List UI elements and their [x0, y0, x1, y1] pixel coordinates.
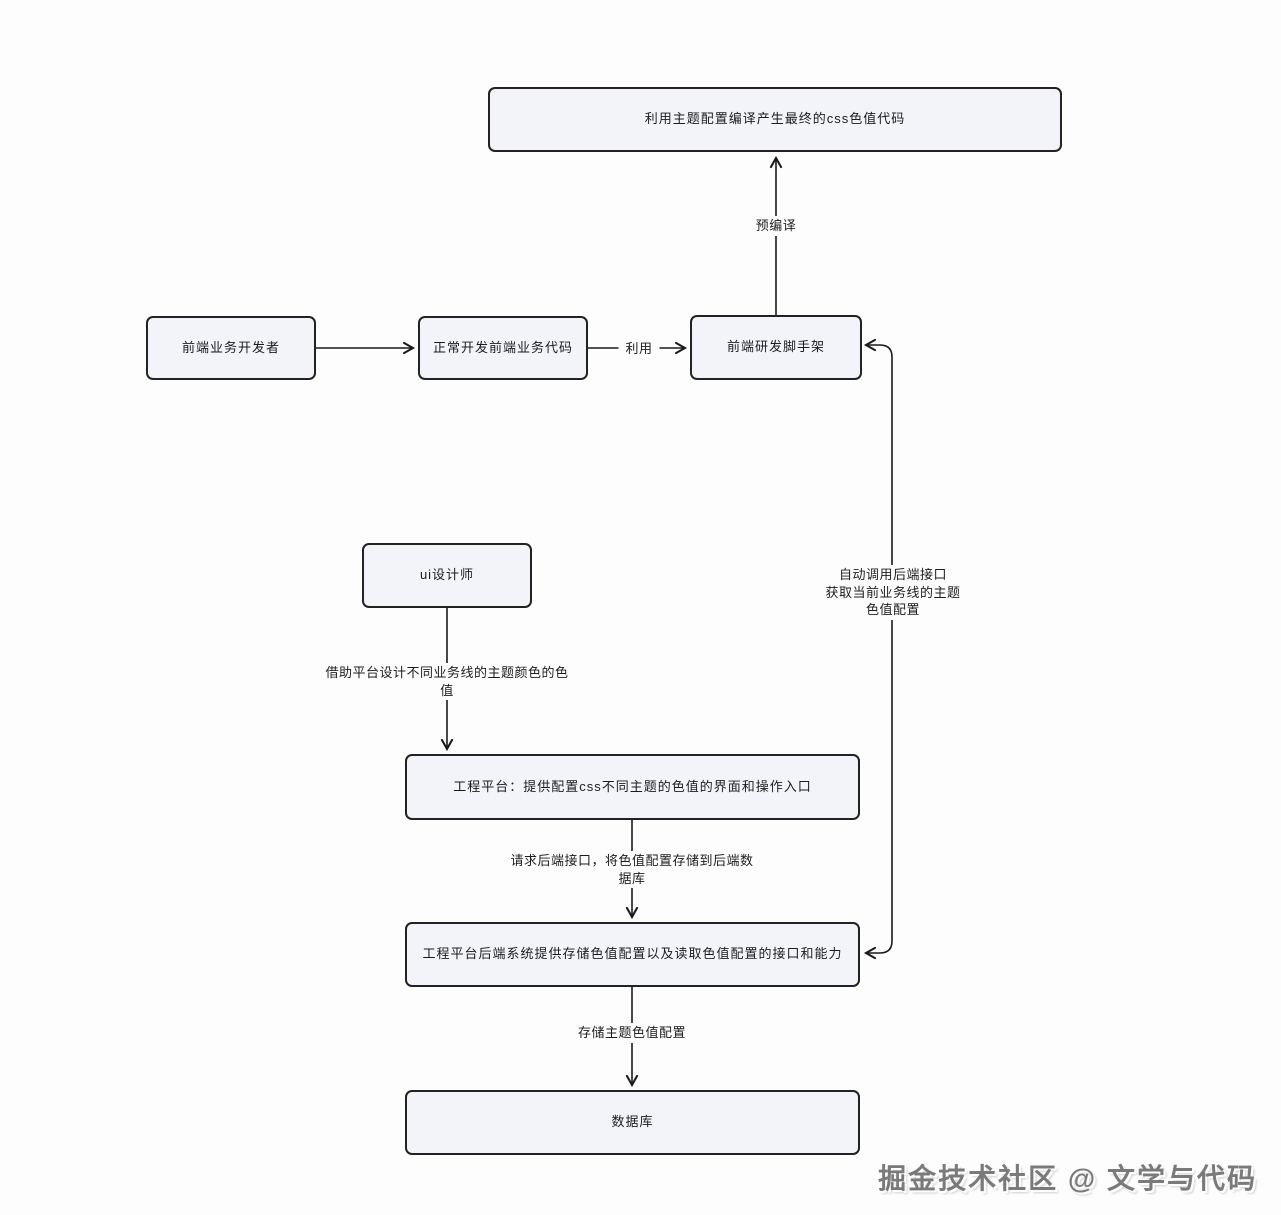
watermark: 掘金技术社区 @ 文学与代码 — [878, 1163, 1257, 1194]
node-platform-backend: 工程平台后端系统提供存储色值配置以及读取色值配置的接口和能力 — [405, 922, 860, 987]
edge-label-line: 获取当前业务线的主题 — [825, 584, 961, 600]
edge-label-store-theme: 存储主题色值配置 — [570, 1023, 694, 1043]
node-scaffold: 前端研发脚手架 — [690, 315, 862, 380]
node-engineering-platform: 工程平台：提供配置css不同主题的色值的界面和操作入口 — [405, 754, 860, 820]
node-compile-output: 利用主题配置编译产生最终的css色值代码 — [488, 87, 1062, 152]
edge-label-line: 据库 — [618, 870, 646, 886]
edge-label-design-theme: 借助平台设计不同业务线的主题颜色的色 值 — [318, 663, 576, 700]
edge-scaffold-backend-loop — [863, 338, 893, 960]
node-ui-designer: ui设计师 — [362, 543, 532, 608]
node-database: 数据库 — [405, 1090, 860, 1155]
edge-label-line: 请求后端接口，将色值配置存储到后端数 — [510, 853, 754, 868]
edge-label-line: 色值配置 — [865, 602, 921, 617]
edge-label-line: 值 — [440, 682, 454, 698]
edge-label-auto-call: 自动调用后端接口 获取当前业务线的主题 色值配置 — [818, 565, 968, 620]
edge-label-line: 自动调用后端接口 — [838, 567, 948, 582]
node-develop-code: 正常开发前端业务代码 — [418, 316, 588, 380]
edge-label-use: 利用 — [618, 339, 660, 359]
edge-label-precompile: 预编译 — [748, 216, 804, 236]
node-frontend-developer: 前端业务开发者 — [146, 316, 316, 380]
edge-label-line: 借助平台设计不同业务线的主题颜色的色 — [325, 665, 569, 680]
edge-label-request-store: 请求后端接口，将色值配置存储到后端数 据库 — [503, 851, 761, 888]
